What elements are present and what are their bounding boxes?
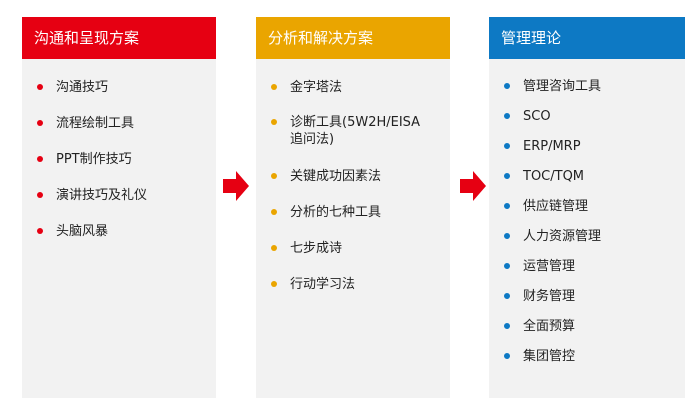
bullet-icon [37,228,43,234]
bullet-icon [271,281,277,287]
bullet-icon [271,173,277,179]
list-item: 流程绘制工具 [37,115,208,132]
bullet-icon [271,209,277,215]
item-label: SCO [523,109,551,124]
panel-title: 沟通和呈现方案 [22,17,216,59]
panel-analysis: 分析和解决方案 金字塔法 诊断工具(5W2H/EISA 追问法) 关键成功因素法… [256,17,450,398]
item-label: 演讲技巧及礼仪 [56,188,148,203]
bullet-icon [504,173,510,179]
bullet-icon [271,245,277,251]
list-item: 金字塔法 [271,79,442,96]
list-item: 演讲技巧及礼仪 [37,187,208,204]
bullet-icon [504,203,510,209]
bullet-icon [37,192,43,198]
list-item: 人力资源管理 [504,228,677,245]
list-item: 七步成诗 [271,240,442,257]
bullet-icon [504,323,510,329]
bullet-icon [504,263,510,269]
panel-management-theory: 管理理论 管理咨询工具 SCO ERP/MRP TOC/TQM 供应链管理 人力… [489,17,685,398]
panel-communication: 沟通和呈现方案 沟通技巧 流程绘制工具 PPT制作技巧 演讲技巧及礼仪 头脑风暴 [22,17,216,398]
list-item: 头脑风暴 [37,223,208,240]
bullet-icon [37,84,43,90]
list-item: 诊断工具(5W2H/EISA 追问法) [271,114,442,148]
item-label: 头脑风暴 [56,224,109,239]
list-item: 沟通技巧 [37,79,208,96]
item-label: 供应链管理 [523,199,589,214]
list-item: SCO [504,108,677,125]
item-label: 关键成功因素法 [290,169,382,184]
bullet-icon [504,83,510,89]
bullet-icon [504,293,510,299]
bullet-icon [504,353,510,359]
list-item: 关键成功因素法 [271,168,442,185]
panel-title: 分析和解决方案 [256,17,450,59]
item-label: 诊断工具(5W2H/EISA 追问法) [290,115,421,147]
bullet-icon [504,113,510,119]
list-item: 供应链管理 [504,198,677,215]
list-item: ERP/MRP [504,138,677,155]
list-item: 管理咨询工具 [504,78,677,95]
bullet-icon [504,233,510,239]
item-label: 财务管理 [523,289,576,304]
panel-title: 管理理论 [489,17,685,59]
right-arrow-icon [223,171,249,201]
list-item: 运营管理 [504,258,677,275]
item-label: 分析的七种工具 [290,205,382,220]
item-label: 管理咨询工具 [523,79,602,94]
bullet-icon [271,84,277,90]
item-label: ERP/MRP [523,139,581,154]
item-label: TOC/TQM [523,169,585,184]
list-item: 财务管理 [504,288,677,305]
item-label: 运营管理 [523,259,576,274]
right-arrow-icon [460,171,486,201]
bullet-icon [504,143,510,149]
item-label: 集团管控 [523,349,576,364]
list-item: 全面预算 [504,318,677,335]
item-label: 全面预算 [523,319,576,334]
bullet-icon [271,119,277,125]
bullet-icon [37,156,43,162]
list-item: TOC/TQM [504,168,677,185]
list-item: 行动学习法 [271,276,442,293]
item-label: 沟通技巧 [56,80,109,95]
item-label: 流程绘制工具 [56,116,135,131]
item-label: 行动学习法 [290,277,356,292]
bullet-icon [37,120,43,126]
list-item: 分析的七种工具 [271,204,442,221]
item-label: PPT制作技巧 [56,152,132,167]
list-item: PPT制作技巧 [37,151,208,168]
list-item: 集团管控 [504,348,677,365]
item-label: 七步成诗 [290,241,343,256]
item-label: 金字塔法 [290,80,343,95]
item-label: 人力资源管理 [523,229,602,244]
